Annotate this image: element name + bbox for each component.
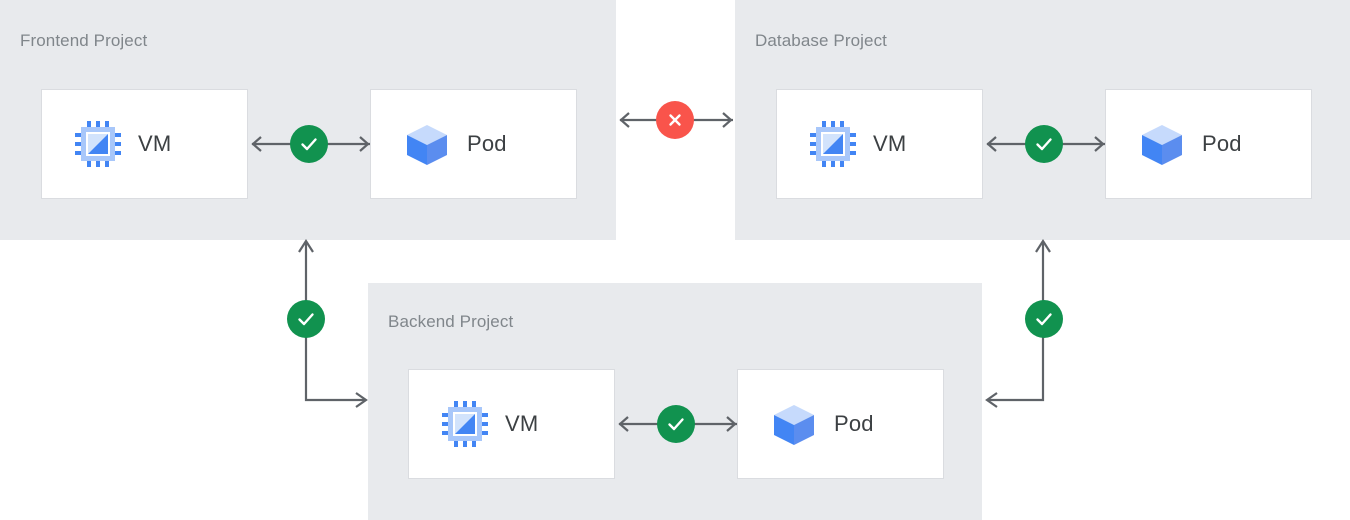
panel-title-database: Database Project [755,31,888,50]
resource-label-database-pod: Pod [1202,131,1242,156]
arrowhead-right-up [1035,238,1051,253]
resource-card-database-vm[interactable]: VM [776,89,983,199]
arrowhead-right-left [985,392,998,408]
resource-card-frontend-pod[interactable]: Pod [370,89,577,199]
vm-chip-icon [74,120,122,168]
panel-title-frontend: Frontend Project [20,31,148,50]
status-badge-database-internal[interactable] [1025,125,1063,163]
resource-label-frontend-vm: VM [138,131,172,156]
resource-card-database-pod[interactable]: Pod [1105,89,1312,199]
check-circle-icon [295,308,317,330]
arrowhead-left-right [355,392,368,408]
arrowhead-cross-right [722,112,733,128]
status-badge-backend-internal[interactable] [657,405,695,443]
check-circle-icon [1033,308,1055,330]
check-circle-icon [665,413,687,435]
vm-chip-icon [441,400,489,448]
check-circle-icon [298,133,320,155]
status-badge-frontend-internal[interactable] [290,125,328,163]
cross-circle-icon [665,110,685,130]
check-circle-icon [1033,133,1055,155]
resource-label-backend-vm: VM [505,411,539,436]
resource-card-backend-pod[interactable]: Pod [737,369,944,479]
resource-card-backend-vm[interactable]: VM [408,369,615,479]
status-badge-backend-database[interactable] [1025,300,1063,338]
status-badge-frontend-database-blocked[interactable] [656,101,694,139]
status-badge-backend-frontend[interactable] [287,300,325,338]
pod-cube-icon [1138,120,1186,168]
resource-label-database-vm: VM [873,131,907,156]
resource-card-frontend-vm[interactable]: VM [41,89,248,199]
pod-cube-icon [403,120,451,168]
resource-label-backend-pod: Pod [834,411,874,436]
vm-chip-icon [809,120,857,168]
panel-title-backend: Backend Project [388,312,514,331]
pod-cube-icon [770,400,818,448]
resource-label-frontend-pod: Pod [467,131,507,156]
arrowhead-left-up [298,238,314,253]
arrowhead-cross-left [619,112,630,128]
